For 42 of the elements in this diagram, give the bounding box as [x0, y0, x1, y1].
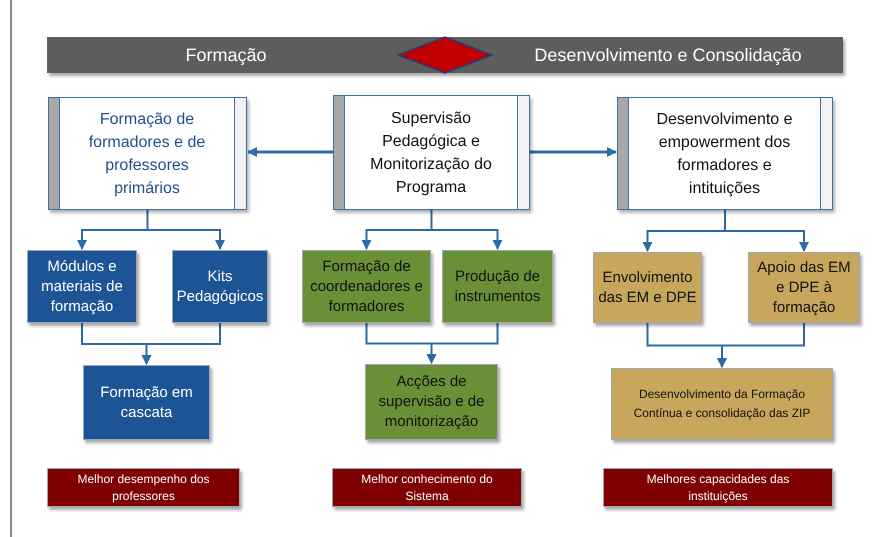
process-box — [748, 252, 860, 323]
header-box — [48, 97, 247, 210]
box-text: Kits Pedagógicos — [176, 266, 264, 306]
banner-label: Formação — [185, 44, 267, 67]
header-text: Formação de formadores e de professores primários — [88, 110, 206, 198]
arrow — [426, 323, 498, 364]
box-text: Desenvolvimento da Formação Contínua e consolidação das ZIP — [632, 386, 812, 422]
box-text: Acções de supervisão e de monitorização — [378, 372, 486, 432]
header-box — [333, 95, 530, 210]
box-text: Melhores capacidades das instituições — [646, 470, 790, 504]
box-text: Formação de coordenadores e formadores — [309, 256, 424, 316]
process-box — [302, 250, 431, 323]
process-box — [442, 250, 553, 323]
header-text: Supervisão Pedagógica e Monitorização do Programa — [369, 108, 493, 198]
process-box — [172, 250, 268, 323]
arrow — [146, 210, 225, 250]
outcome-box — [47, 468, 240, 507]
decision-diamond — [397, 36, 493, 74]
box-text: Formação em cascata — [99, 382, 194, 422]
process-box — [83, 365, 210, 440]
banner-bar — [47, 37, 843, 73]
process-box — [593, 252, 702, 323]
box-text: Melhor conhecimento do Sistema — [360, 470, 494, 504]
box-text: Produção de instrumentos — [454, 266, 542, 306]
outcome-box — [603, 468, 833, 507]
process-box — [27, 250, 137, 323]
arrow — [717, 323, 805, 368]
arrow — [530, 147, 617, 157]
box-text: Módulos e materiais de formação — [40, 256, 124, 316]
banner-label: Desenvolvimento e Consolidação — [534, 44, 802, 67]
header-text: Desenvolvimento e empowerment dos formadores e intituições — [655, 110, 794, 198]
arrow — [247, 147, 333, 157]
box-text: Apoio das EM e DPE à formação — [756, 258, 852, 318]
box-text: Melhor desempenho dos professores — [76, 470, 211, 504]
process-box — [611, 368, 833, 440]
arrow — [430, 210, 502, 250]
outcome-box — [332, 468, 522, 507]
arrow — [142, 323, 221, 365]
header-box — [617, 97, 833, 210]
box-text: Envolvimento das EM e DPE — [598, 268, 697, 308]
process-box — [365, 364, 498, 440]
arrow — [724, 210, 809, 252]
